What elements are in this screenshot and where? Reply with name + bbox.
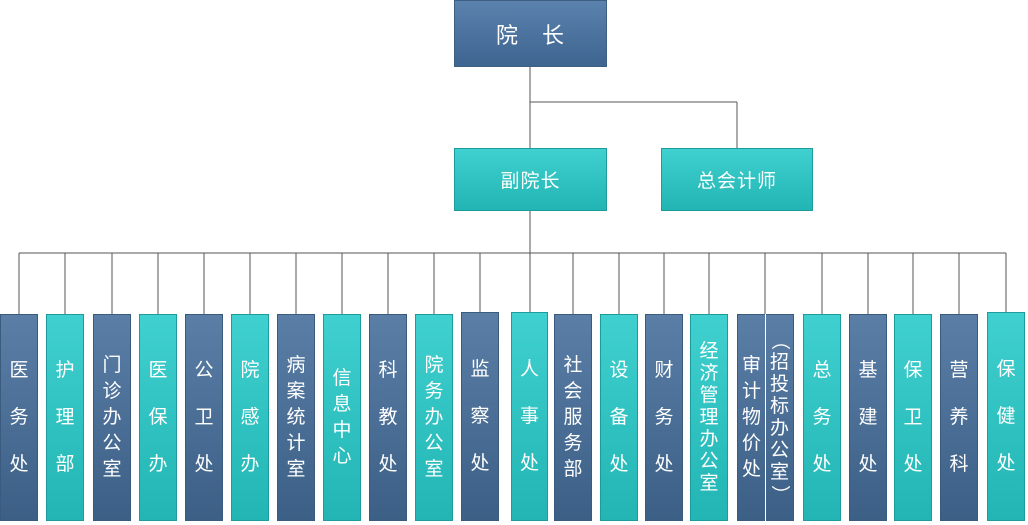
vice-director-label: 副院长 [500, 170, 561, 192]
department-box[interactable]: 监察处 [461, 312, 499, 521]
vice-director-node[interactable]: 副院长 [454, 148, 607, 211]
department-box[interactable]: 医务处 [0, 314, 38, 521]
department-box[interactable]: 信息中心 [323, 314, 361, 521]
department-label: 人事处 [519, 358, 539, 474]
department-label: 营养科 [949, 359, 969, 475]
department-label: 保卫处 [903, 359, 923, 475]
department-label: 审计物价处 [741, 354, 761, 480]
department-box[interactable]: 护理部 [46, 314, 84, 521]
department-box[interactable]: 科教处 [369, 314, 407, 521]
department-label: 病案统计室 [286, 354, 306, 480]
chief-accountant-node[interactable]: 总会计师 [661, 148, 813, 211]
department-box[interactable]: 门诊办公室 [93, 314, 131, 521]
director-label: 院 长 [495, 23, 565, 49]
department-label: 信息中心 [332, 367, 352, 467]
department-box[interactable]: （招投标办公室） [766, 314, 794, 521]
department-label: 保健处 [996, 358, 1016, 474]
department-label: （招投标办公室） [768, 330, 791, 505]
department-label: 科教处 [378, 359, 398, 475]
department-label: 监察处 [470, 358, 490, 474]
department-label: 总务处 [812, 359, 832, 475]
department-box[interactable]: 财务处 [645, 314, 683, 521]
department-box[interactable]: 社会服务部 [554, 314, 592, 521]
department-box[interactable]: 审计物价处 [737, 314, 765, 521]
department-box[interactable]: 人事处 [511, 312, 548, 521]
department-drop-lines [18, 253, 1007, 314]
department-box[interactable]: 保健处 [987, 312, 1025, 521]
department-box[interactable]: 公卫处 [185, 314, 223, 521]
department-box[interactable]: 保卫处 [894, 314, 932, 521]
department-label: 院务办公室 [424, 354, 444, 480]
department-label: 设备处 [609, 359, 629, 475]
department-box[interactable]: 总务处 [803, 314, 841, 521]
department-box[interactable]: 病案统计室 [277, 314, 315, 521]
department-label: 院感办 [240, 359, 260, 475]
chief-accountant-label: 总会计师 [696, 170, 777, 192]
director-node[interactable]: 院 长 [454, 0, 607, 67]
department-label: 公卫处 [194, 359, 214, 475]
department-label: 经济管理办公室 [699, 340, 719, 494]
department-box[interactable]: 经济管理办公室 [690, 314, 728, 521]
department-box[interactable]: 院感办 [231, 314, 269, 521]
department-label: 社会服务部 [563, 354, 583, 480]
department-box[interactable]: 设备处 [600, 314, 638, 521]
department-label: 财务处 [654, 359, 674, 475]
department-label: 基建处 [858, 359, 878, 475]
department-box[interactable]: 医保办 [139, 314, 177, 521]
department-label: 医保办 [148, 359, 168, 475]
department-label: 护理部 [55, 359, 75, 475]
department-label: 门诊办公室 [102, 354, 122, 480]
department-box[interactable]: 院务办公室 [415, 314, 453, 521]
department-box[interactable]: 基建处 [849, 314, 887, 521]
department-label: 医务处 [9, 359, 29, 475]
department-box[interactable]: 营养科 [940, 314, 978, 521]
